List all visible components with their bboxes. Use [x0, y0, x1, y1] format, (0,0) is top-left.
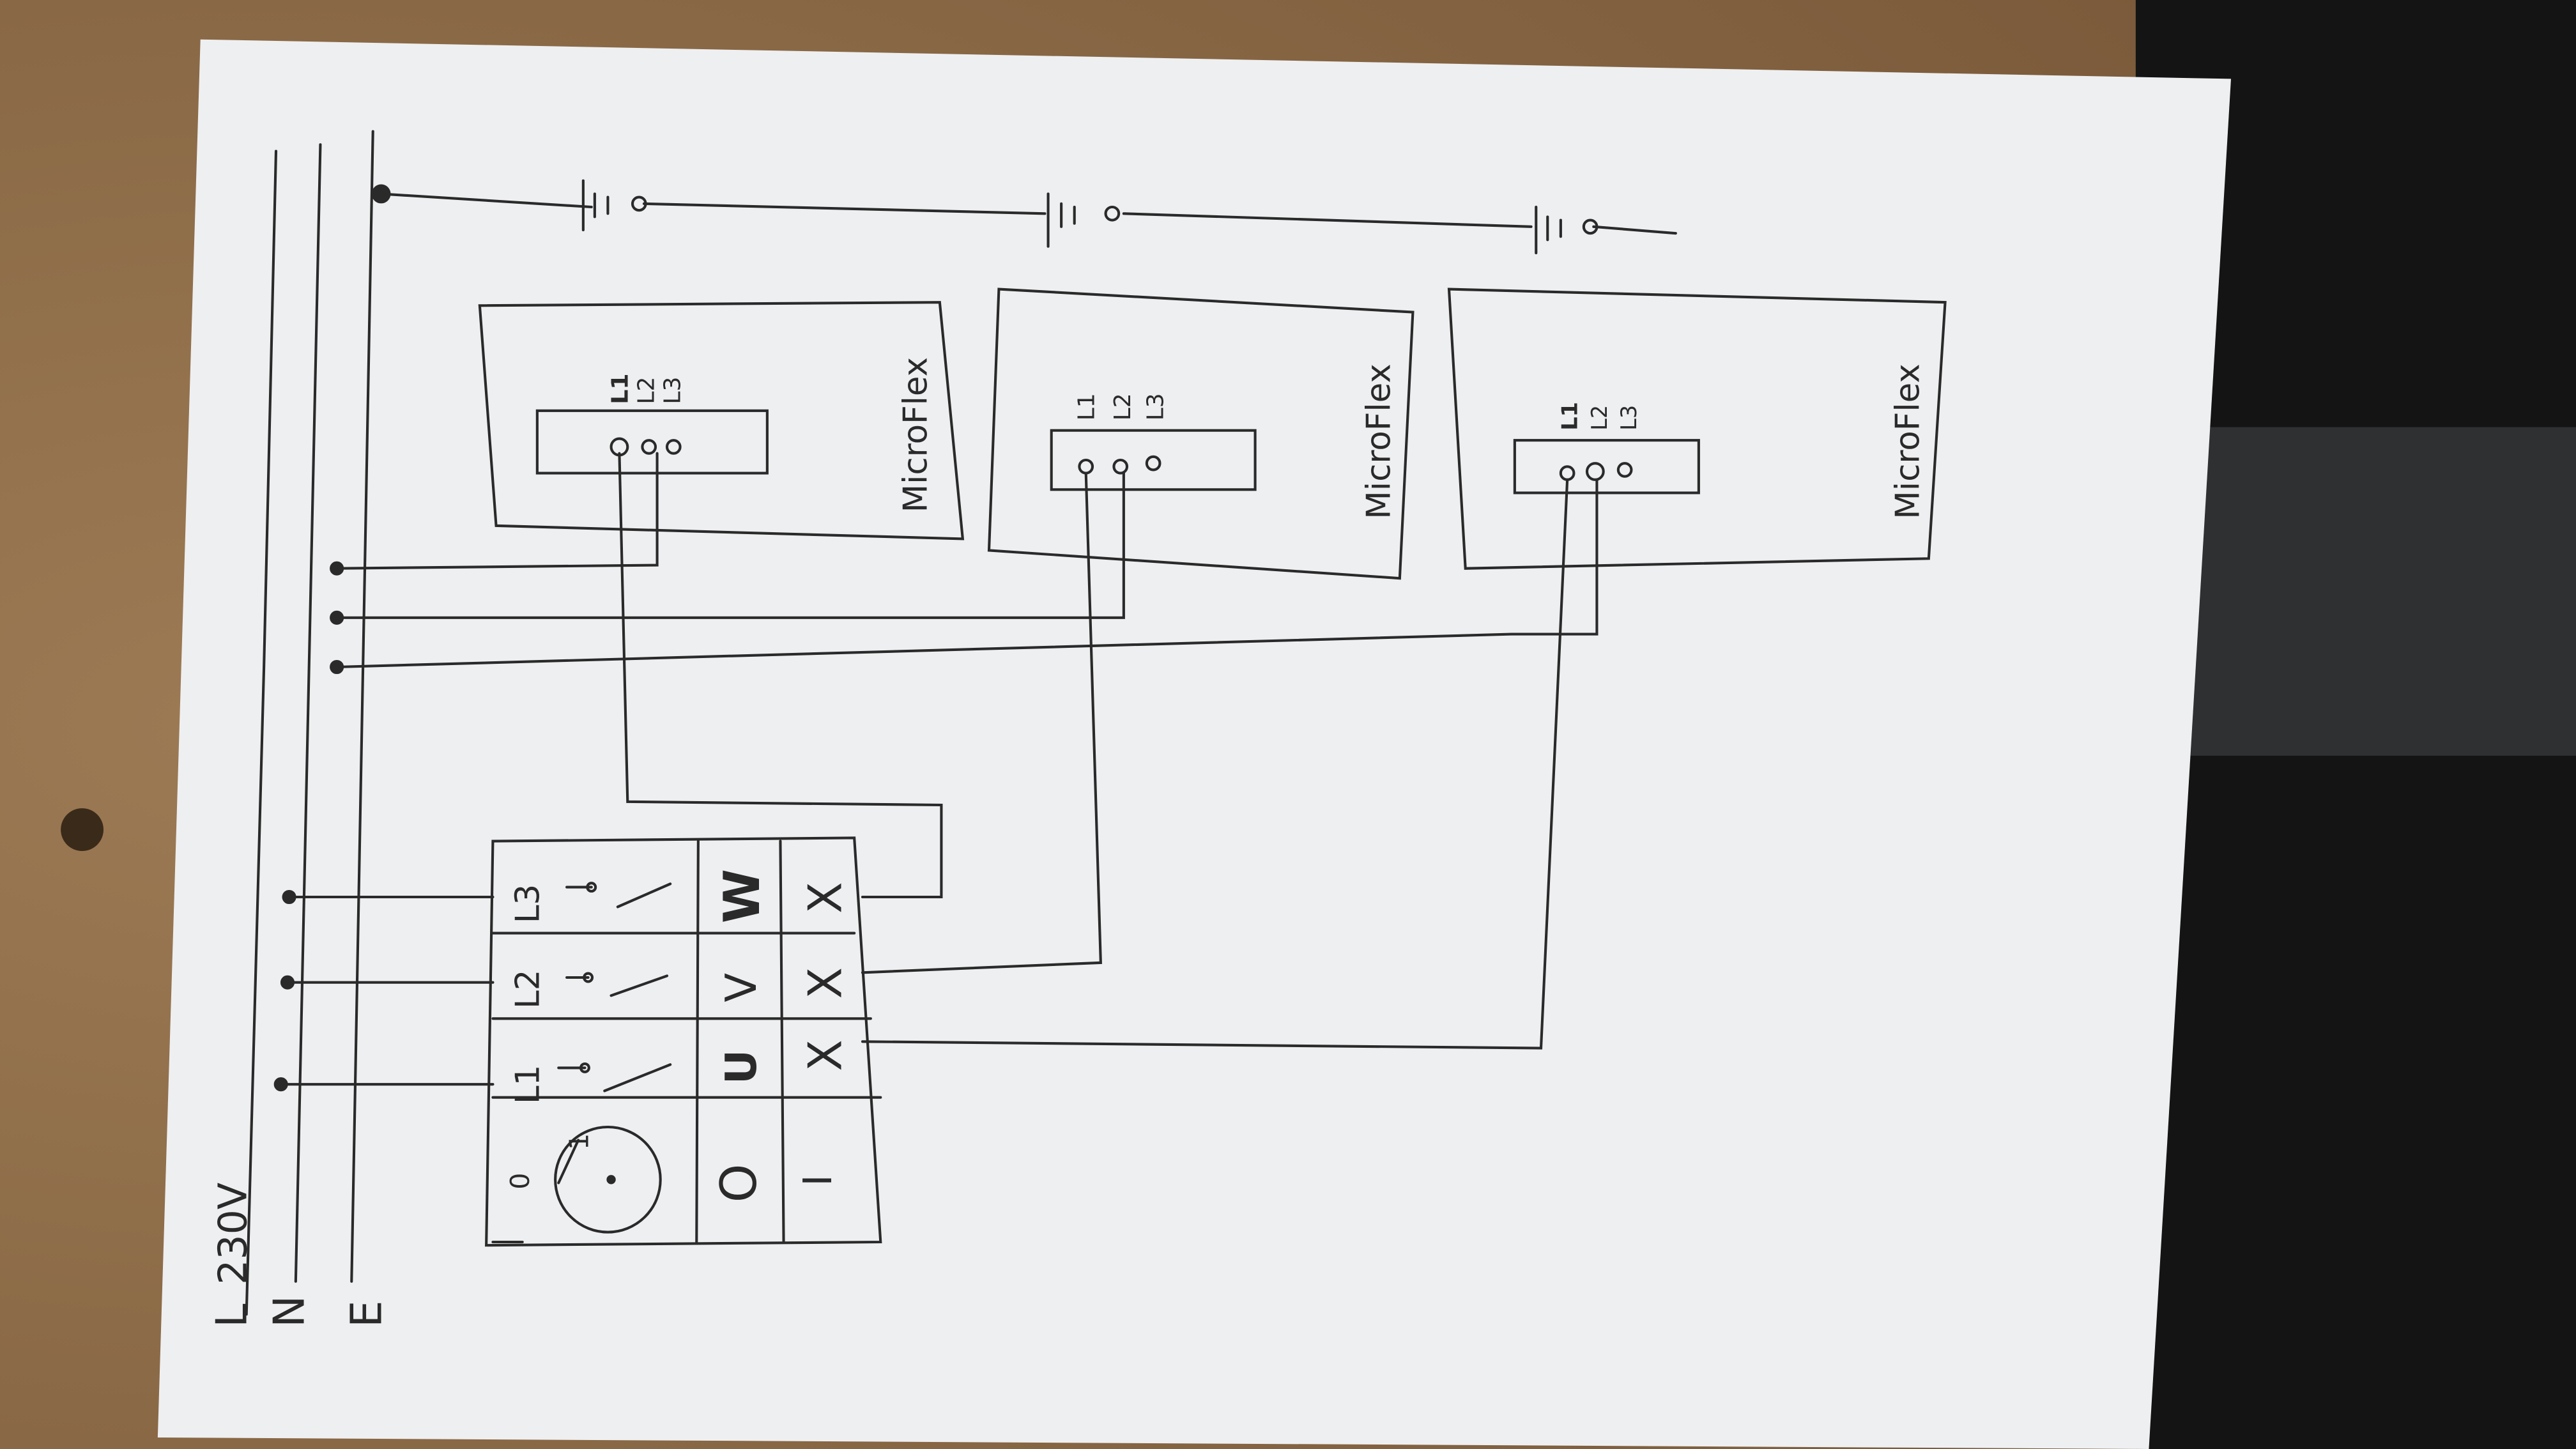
switch-table [485, 836, 882, 1247]
supply-neutral-label: N [264, 1296, 314, 1328]
device-2-terminal-l1: L1 [1074, 393, 1100, 420]
device-1-terminal-l3: L3 [660, 377, 686, 404]
device-3-box [1447, 288, 1947, 570]
switch-symbol-on: I [795, 1174, 841, 1186]
device-3-terminal-l1: L1 [1558, 402, 1583, 431]
device-1-box [478, 301, 965, 540]
supply-earth-label: E [342, 1300, 392, 1327]
supply-voltage-label: 230V [210, 1183, 256, 1285]
device-3-name: MicroFlex [1889, 364, 1927, 519]
rotary-knob-icon [554, 1125, 662, 1234]
switch-terminal-l1: L1 [509, 1065, 547, 1104]
device-2-box [987, 288, 1414, 580]
supply-phase-label: L [207, 1303, 257, 1327]
schematic [245, 130, 1947, 1316]
device-3-terminal-l3: L3 [1616, 405, 1641, 431]
rail-n [294, 143, 322, 1283]
switch-output-u: U [716, 1050, 766, 1084]
device-1-terminal-l2: L2 [633, 377, 659, 404]
switch-terminal-l2: L2 [509, 969, 547, 1008]
earth-bus [379, 192, 1677, 235]
device-3-terminal-l2: L2 [1587, 405, 1612, 431]
device-2-terminal-l3: L3 [1143, 393, 1169, 420]
switch-position-0: 0 [505, 1173, 535, 1190]
switch-terminal-l3: L3 [509, 884, 547, 923]
switch-output-v: V [716, 973, 766, 1002]
table-hole [61, 808, 103, 851]
switch-mark-1: X [799, 882, 852, 913]
labels: L 230V N E L3 L2 L1 W V U X X X 0 1 O I … [207, 357, 1928, 1328]
paper-sheet [157, 39, 2231, 1449]
switch-mark-3: X [799, 1039, 852, 1071]
switch-symbol-off: O [710, 1164, 768, 1203]
switch-position-1: 1 [564, 1133, 595, 1150]
device-2-terminal-l2: L2 [1110, 393, 1136, 420]
rail-l [245, 150, 278, 1316]
device-1-name: MicroFlex [896, 357, 935, 512]
switch-output-w: W [714, 869, 771, 923]
switch-mark-2: X [799, 967, 852, 999]
device-2-name: MicroFlex [1360, 364, 1398, 519]
device-1-terminal-l1: L1 [607, 374, 633, 404]
